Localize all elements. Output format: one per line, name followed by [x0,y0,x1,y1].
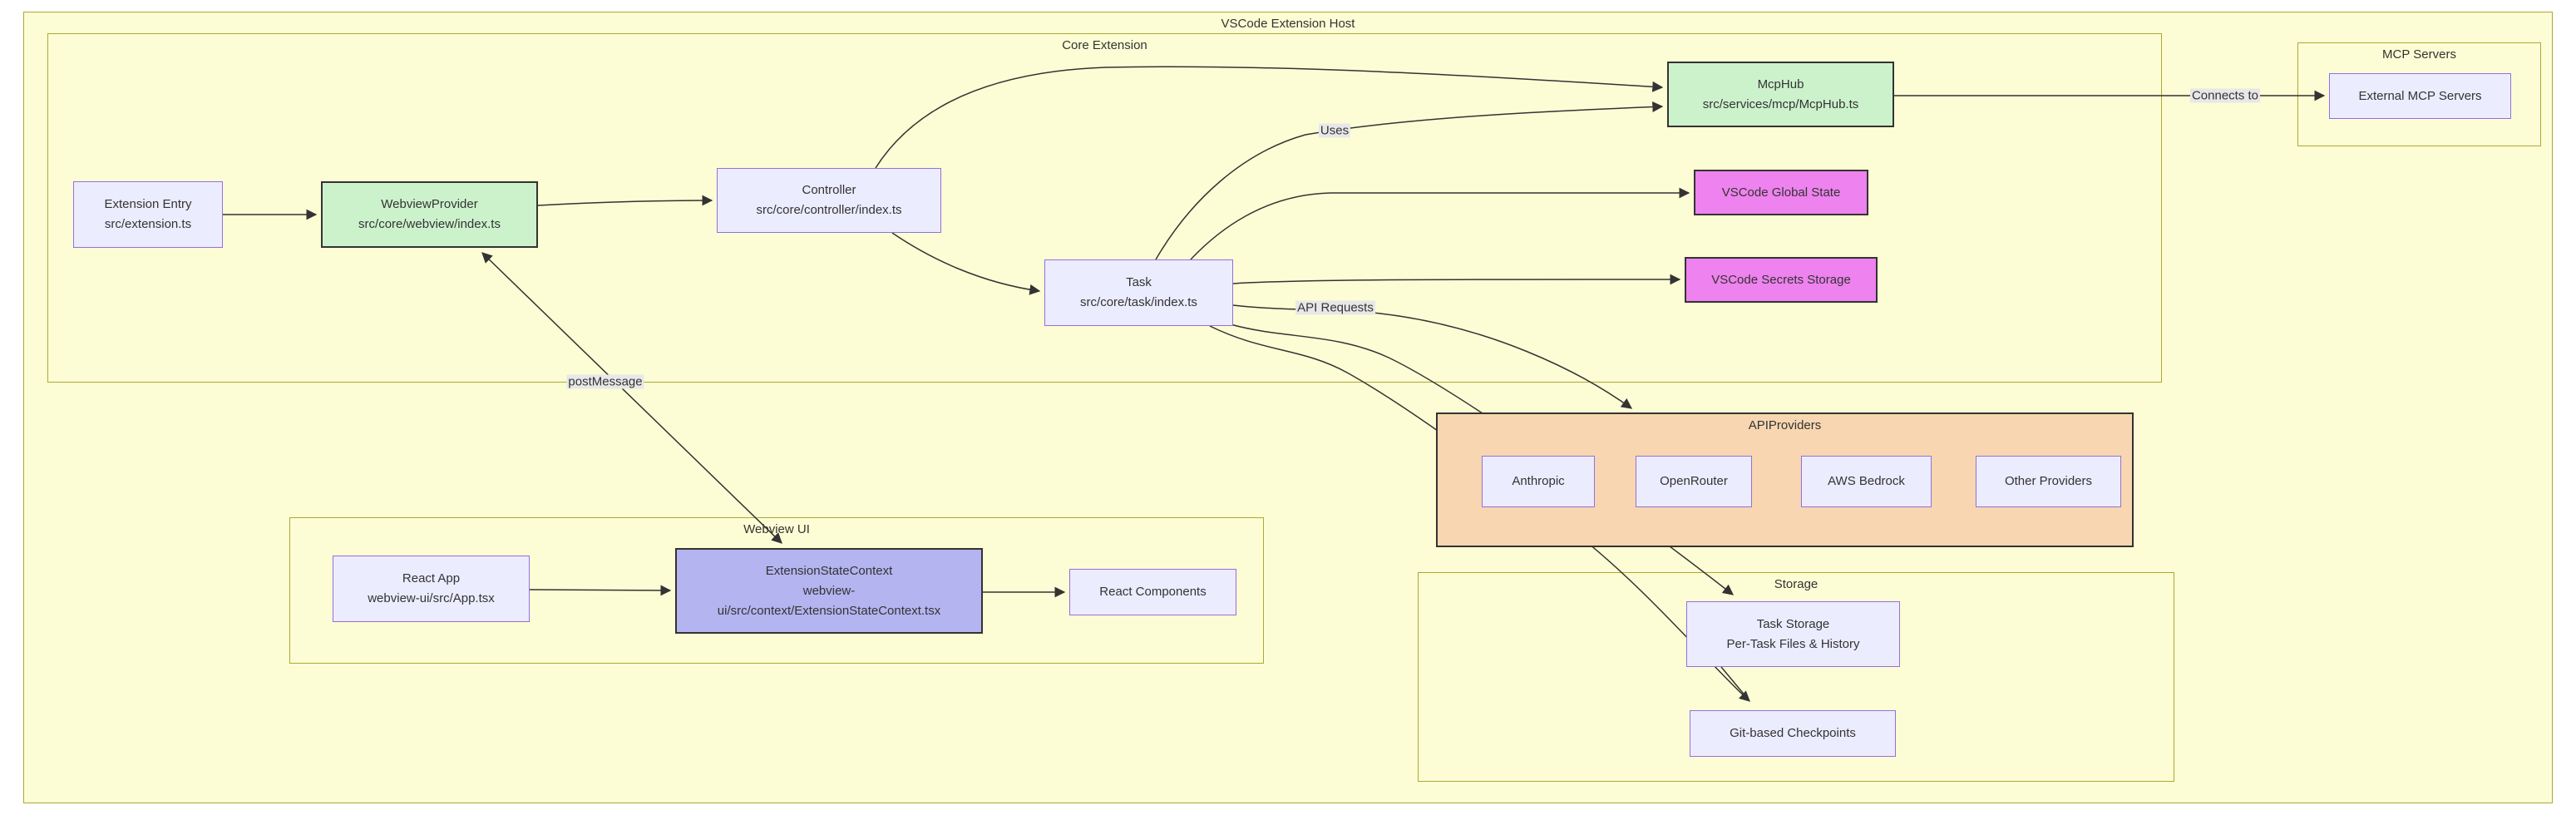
edge-label-uses: Uses [1318,123,1351,138]
node-vscode-global-state: VSCode Global State [1694,170,1868,215]
edge-task-to-secrets-storage [1232,274,1681,285]
node-openrouter-title: OpenRouter [1660,474,1728,488]
edge-webview-provider-ext-state-context-postmessage [481,252,782,544]
node-task-path: src/core/task/index.ts [1080,295,1197,309]
edge-label-postmessage: postMessage [566,374,644,389]
node-webview-provider-path: src/core/webview/index.ts [358,217,501,231]
node-vscode-global-state-title: VSCode Global State [1721,185,1841,200]
node-react-components-title: React Components [1099,585,1207,599]
node-task-title: Task [1126,275,1152,289]
node-git-checkpoints: Git-based Checkpoints [1690,710,1896,757]
node-react-components: React Components [1069,569,1236,615]
edge-task-storage-to-git-checkpoints-segment [1720,666,1747,698]
edge-task-to-global-state [1190,187,1690,260]
node-webview-provider-title: WebviewProvider [381,197,478,211]
node-anthropic-title: Anthropic [1512,474,1565,488]
node-extension-entry: Extension Entry src/extension.ts [73,181,223,248]
cluster-core-extension-label: Core Extension [1062,38,1147,52]
node-mcphub: McpHub src/services/mcp/McpHub.ts [1667,62,1894,127]
node-task-storage-title: Task Storage [1756,616,1830,631]
cluster-storage-label: Storage [1774,577,1818,591]
cluster-api-providers-label: APIProviders [1748,418,1822,432]
node-extension-state-context-path2: ui/src/context/ExtensionStateContext.tsx [717,603,941,618]
node-other-providers-title: Other Providers [2004,474,2093,488]
node-aws-bedrock-title: AWS Bedrock [1828,474,1905,488]
node-external-mcp-servers-title: External MCP Servers [2358,88,2482,103]
cluster-vscode-extension-host-label: VSCode Extension Host [1221,17,1355,31]
node-react-app-title: React App [402,571,461,585]
node-controller: Controller src/core/controller/index.ts [717,168,941,233]
edge-controller-to-mcphub [875,66,1664,169]
node-task-storage-subtitle: Per-Task Files & History [1726,636,1860,651]
node-extension-state-context-title: ExtensionStateContext [765,563,893,578]
node-other-providers: Other Providers [1976,456,2121,507]
node-openrouter: OpenRouter [1636,456,1752,507]
node-anthropic: Anthropic [1482,456,1595,507]
node-react-app: React App webview-ui/src/App.tsx [333,556,530,622]
edge-label-connects-to: Connects to [2189,88,2261,103]
node-task-storage: Task Storage Per-Task Files & History [1686,601,1900,667]
node-webview-provider: WebviewProvider src/core/webview/index.t… [321,181,538,248]
node-task: Task src/core/task/index.ts [1044,259,1233,326]
node-vscode-secrets-storage: VSCode Secrets Storage [1685,257,1878,303]
edge-task-to-mcphub-uses [1155,101,1664,260]
edge-webview-provider-to-controller [537,195,713,206]
node-mcphub-title: McpHub [1757,77,1804,91]
node-extension-state-context-path1: webview- [802,583,856,598]
edge-label-api-requests: API Requests [1295,300,1375,315]
node-controller-path: src/core/controller/index.ts [756,203,902,217]
edge-controller-to-task [891,232,1041,295]
node-controller-title: Controller [802,183,856,197]
cluster-mcp-servers-label: MCP Servers [2382,47,2456,62]
node-react-app-path: webview-ui/src/App.tsx [368,591,495,605]
node-aws-bedrock: AWS Bedrock [1801,456,1932,507]
node-external-mcp-servers: External MCP Servers [2329,73,2511,119]
node-extension-entry-title: Extension Entry [104,197,192,211]
node-mcphub-path: src/services/mcp/McpHub.ts [1702,96,1859,111]
node-extension-entry-path: src/extension.ts [104,217,192,231]
edge-task-to-api-providers [1232,304,1633,409]
node-vscode-secrets-storage-title: VSCode Secrets Storage [1711,272,1851,287]
node-extension-state-context: ExtensionStateContext webview- ui/src/co… [675,548,983,634]
node-git-checkpoints-title: Git-based Checkpoints [1730,726,1856,740]
